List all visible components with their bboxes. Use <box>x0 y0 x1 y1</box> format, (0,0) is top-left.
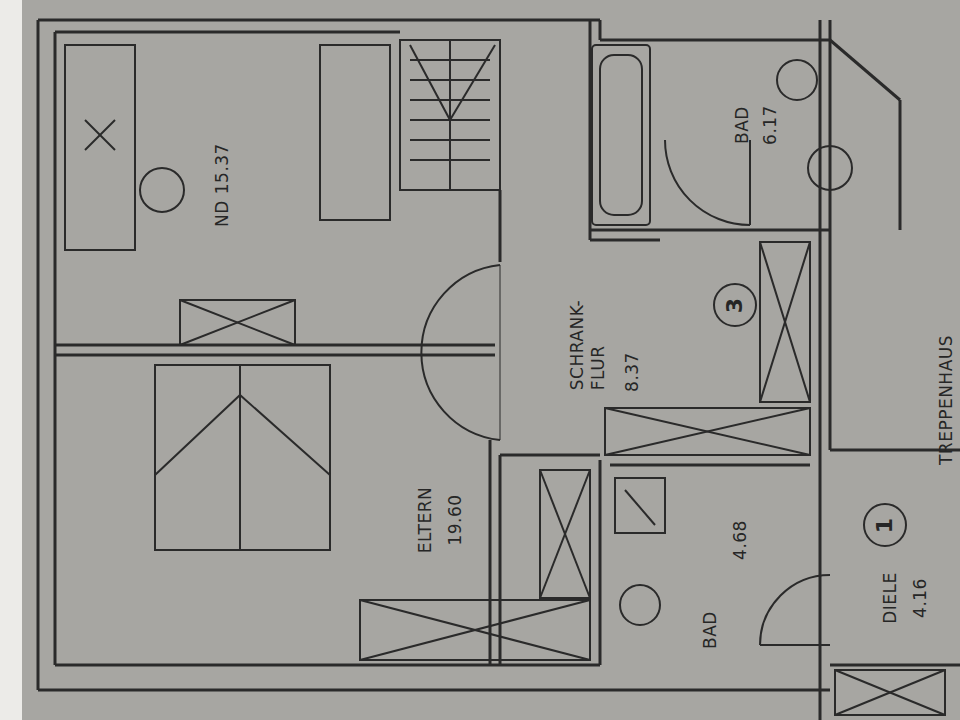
callout-circle: 1 <box>863 503 907 547</box>
room: SCHRANK- FLUR 8.37 3 <box>502 242 818 454</box>
room-area: 4.68 <box>730 520 751 560</box>
paper-edge <box>0 0 22 720</box>
room-area: 4.16 <box>910 578 931 618</box>
room-name: ELTERN <box>415 487 436 554</box>
room: BAD 4.68 <box>602 467 818 663</box>
room: DIELE 4.16 1 <box>832 452 958 662</box>
room: ELTERN 19.60 <box>56 357 488 663</box>
stairs <box>400 40 500 190</box>
room: ND 15.37 <box>56 33 398 343</box>
room-area: 8.37 <box>622 352 643 392</box>
callout-circle: 3 <box>713 283 757 327</box>
room-name: DIELE <box>880 572 901 624</box>
callout-number: 3 <box>723 297 748 312</box>
room-area: 19.60 <box>445 494 466 545</box>
room-name: BAD <box>700 611 721 649</box>
room-label: TREPPENHAUS <box>935 335 956 465</box>
room-area: 6.17 <box>760 105 781 145</box>
room: BAD 6.17 <box>652 42 818 228</box>
furniture <box>65 45 945 715</box>
callout-number: 1 <box>873 517 898 532</box>
room-name: SCHRANK- FLUR <box>567 300 609 390</box>
walls <box>38 20 960 720</box>
room-name: ND 15.37 <box>212 143 233 227</box>
room-name: BAD <box>732 106 753 144</box>
